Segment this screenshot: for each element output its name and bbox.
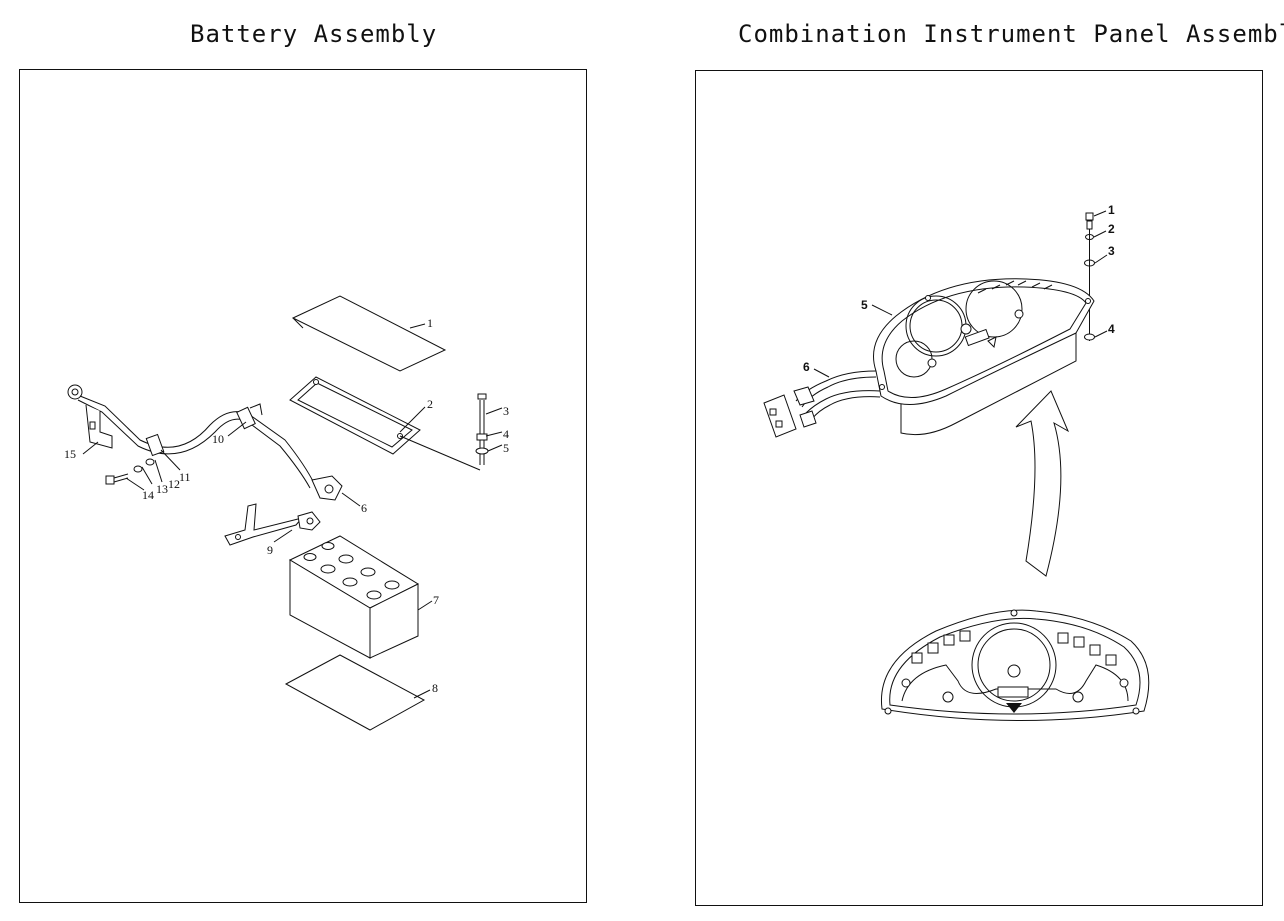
parts-1-4-screw-washer-nut xyxy=(1084,210,1108,341)
part-7-battery-icon xyxy=(288,535,420,659)
callout-7: 7 xyxy=(433,593,439,607)
instrument-cluster-front-view xyxy=(880,609,1150,722)
part-5-instrument-cluster-icon xyxy=(873,278,1095,436)
callout-4: 4 xyxy=(503,427,509,441)
part-9-ground-strap xyxy=(224,503,321,546)
part-2-hold-frame-icon xyxy=(289,376,421,455)
part-8-base-pad xyxy=(284,654,426,731)
instrument-exploded-diagram: 1 2 3 4 5 6 xyxy=(763,203,1150,722)
battery-assembly-title: Battery Assembly xyxy=(190,20,438,48)
callout-4: 4 xyxy=(1108,322,1115,336)
instrument-panel-title: Combination Instrument Panel Assembly xyxy=(738,20,1284,48)
callout-10: 10 xyxy=(212,432,224,446)
parts-3-5-bolt-nut-washer xyxy=(399,393,489,471)
instrument-panel-assembly-panel: 1 2 3 4 5 6 xyxy=(695,70,1263,906)
callout-5: 5 xyxy=(861,298,868,312)
battery-exploded-diagram: 1 2 3 4 5 6 7 8 9 10 11 12 13 14 15 xyxy=(64,295,509,731)
parts-12-14-terminal-bolt xyxy=(105,458,163,491)
callout-8: 8 xyxy=(432,681,438,695)
part-1-cover-sheet xyxy=(291,295,447,372)
callout-6: 6 xyxy=(361,501,367,515)
callout-9: 9 xyxy=(267,543,273,557)
callout-2: 2 xyxy=(1108,222,1115,236)
part-6-wiring-harness-icon xyxy=(763,370,881,438)
callout-6: 6 xyxy=(803,360,810,374)
callout-2: 2 xyxy=(427,397,433,411)
callout-11: 11 xyxy=(179,470,191,484)
callout-13: 13 xyxy=(156,482,168,496)
curved-arrow-icon xyxy=(1015,390,1070,577)
positive-cable-assembly xyxy=(67,384,343,501)
callout-5: 5 xyxy=(503,441,509,455)
callout-3: 3 xyxy=(1108,244,1115,258)
callout-1: 1 xyxy=(427,316,433,330)
battery-assembly-panel: 1 2 3 4 5 6 7 8 9 10 11 12 13 14 15 xyxy=(19,69,587,903)
callout-1: 1 xyxy=(1108,203,1115,217)
callout-3: 3 xyxy=(503,404,509,418)
callout-14: 14 xyxy=(142,488,154,502)
callout-12: 12 xyxy=(168,477,180,491)
callout-15: 15 xyxy=(64,447,76,461)
